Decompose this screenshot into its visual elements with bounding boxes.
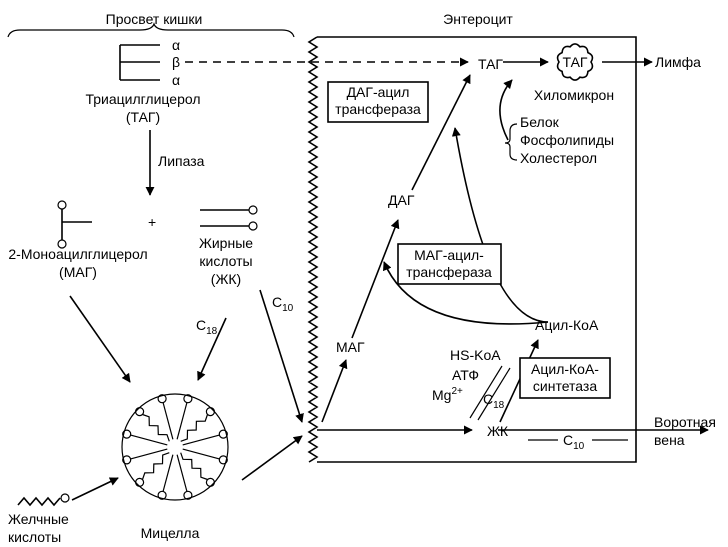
micelle-tail bbox=[130, 434, 168, 446]
chylomicron-core-label: ТАГ bbox=[562, 54, 587, 70]
enterocyte-cell-border bbox=[317, 36, 637, 463]
plus-sign: + bbox=[148, 214, 156, 230]
mag-to-micelle-arrow bbox=[69, 295, 131, 383]
micelle-tail bbox=[182, 448, 220, 460]
c10-label-bg bbox=[528, 431, 592, 449]
components-to-tag-arrow bbox=[499, 79, 513, 141]
micelle-head bbox=[122, 455, 132, 465]
fa-line2: кислоты bbox=[199, 253, 252, 269]
bile-acid-head bbox=[60, 493, 70, 503]
micelle-head bbox=[218, 429, 228, 439]
micelle-tail bbox=[176, 454, 188, 492]
mag-acyltransferase-line1: МАГ-ацил- bbox=[414, 247, 484, 263]
micelle-head bbox=[205, 407, 215, 417]
mag-name-line1: 2-Моноацилглицерол bbox=[8, 246, 147, 262]
mag-name-line2: (МАГ) bbox=[59, 264, 97, 280]
fatty-acid-structures bbox=[200, 205, 258, 231]
mag-to-dag-arrow bbox=[351, 219, 400, 339]
micelle-label: Мицелла bbox=[141, 525, 200, 541]
fa-line3: (ЖК) bbox=[211, 271, 241, 287]
micelle-head bbox=[183, 394, 193, 404]
tag-name-line1: Триацилглицерол bbox=[85, 91, 200, 107]
lipase-label: Липаза bbox=[158, 153, 205, 169]
micelle-tail bbox=[182, 434, 220, 446]
fa-to-acylcoa-arrow bbox=[499, 339, 539, 423]
acyl-coa-label: Ацил-КоА bbox=[535, 317, 599, 333]
acyl-coa-synthetase-box bbox=[519, 357, 611, 399]
micelle-tail bbox=[176, 402, 188, 440]
components-brace bbox=[504, 123, 518, 161]
micelle-outline bbox=[121, 393, 229, 501]
micelle-head bbox=[157, 490, 167, 500]
brush-border bbox=[307, 36, 319, 463]
fa-to-micelle-arrow bbox=[197, 317, 227, 381]
micelle-head bbox=[135, 407, 145, 417]
atp-label: АТФ bbox=[452, 367, 479, 383]
chylomicron-label: Хиломикрон bbox=[534, 87, 614, 103]
lumen-title: Просвет кишки bbox=[106, 11, 203, 27]
lumen-brace bbox=[7, 22, 295, 38]
mag-cell-label: МАГ bbox=[336, 339, 365, 355]
bile-acids-line1: Желчные bbox=[8, 511, 69, 527]
alpha-label-bottom: α bbox=[172, 72, 180, 88]
dag-label: ДАГ bbox=[388, 192, 415, 208]
alpha-label-top: α bbox=[172, 37, 180, 53]
micelle-to-cell-arrow bbox=[241, 435, 303, 481]
micelle-head bbox=[218, 455, 228, 465]
micelle-head bbox=[183, 490, 193, 500]
enterocyte-title: Энтероцит bbox=[443, 11, 513, 27]
bile-acids-line2: кислоты bbox=[8, 529, 61, 545]
micelle-tail bbox=[130, 448, 168, 460]
tag-name-line2: (ТАГ) bbox=[126, 109, 160, 125]
hs-coa-label: HS-KoA bbox=[450, 347, 501, 363]
triacylglycerol-structure bbox=[119, 44, 160, 81]
micelle-tail bbox=[162, 402, 174, 440]
monoacylglycerol-structure bbox=[57, 200, 92, 249]
acyl-coa-synthetase-line1: Ацил-КоА- bbox=[531, 361, 599, 377]
mag-acyltransferase-box bbox=[397, 243, 502, 285]
micelle-tail bbox=[141, 452, 170, 480]
lymph-label: Лимфа bbox=[655, 54, 701, 70]
dag-acyltransferase-line1: ДАГ-ацил bbox=[347, 84, 410, 100]
c18-guide-line-1 bbox=[469, 365, 503, 419]
micelle-head bbox=[135, 477, 145, 487]
dag-to-tag-arrow bbox=[411, 74, 471, 191]
micelle-tail bbox=[180, 414, 209, 442]
portal-vein-line1: Воротная bbox=[654, 414, 716, 430]
c10-cell-label: C10 bbox=[563, 432, 585, 452]
bile-acid-zigzag bbox=[17, 496, 61, 507]
c18-guide-line-2 bbox=[477, 367, 511, 421]
component-protein: Белок bbox=[520, 114, 560, 130]
micelle-tail bbox=[162, 454, 174, 492]
portal-vein-line2: вена bbox=[654, 432, 685, 448]
fa-line1: Жирные bbox=[199, 235, 253, 251]
c18-left-label: C18 bbox=[196, 317, 218, 337]
c10-left-label: C10 bbox=[272, 294, 294, 314]
micelle-tail bbox=[142, 413, 170, 442]
chylomicron-shape bbox=[556, 43, 594, 81]
micelle-structure bbox=[121, 393, 229, 501]
fa-cell-label: ЖК bbox=[487, 423, 509, 439]
micelle-head bbox=[205, 477, 215, 487]
entry-to-mag-arrow bbox=[321, 359, 348, 423]
component-phospholipids: Фосфолипиды bbox=[520, 132, 614, 148]
mag-acyltransferase-line2: трансфераза bbox=[406, 264, 492, 280]
tag-cell-label: ТАГ bbox=[478, 56, 503, 72]
micelle-head bbox=[157, 394, 167, 404]
component-cholesterol: Холестерол bbox=[520, 150, 597, 166]
acyl-coa-synthetase-line2: синтетаза bbox=[533, 378, 597, 394]
mg-label: Mg2+ bbox=[432, 386, 463, 403]
c18-cell-label: C18 bbox=[483, 391, 505, 411]
bile-to-micelle-arrow bbox=[71, 477, 119, 501]
c10-direct-arrow bbox=[259, 289, 304, 423]
acylcoa-to-mag-step-arrow bbox=[383, 261, 549, 325]
micelle-head bbox=[122, 429, 132, 439]
dag-acyltransferase-box bbox=[327, 81, 429, 123]
dag-acyltransferase-line2: трансфераза bbox=[335, 101, 421, 117]
beta-label: β bbox=[172, 54, 180, 70]
micelle-tail bbox=[180, 452, 208, 481]
